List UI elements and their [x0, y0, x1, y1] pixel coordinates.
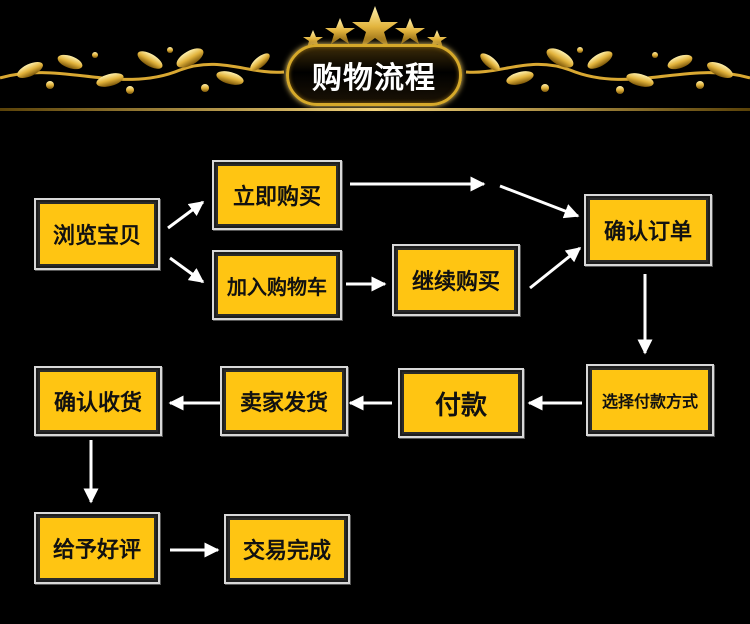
step-confirm-receipt: 确认收货	[34, 366, 162, 436]
gold-ornament-banner	[0, 6, 750, 94]
step-done-label: 交易完成	[242, 539, 331, 564]
arrow-browse-to-buynow	[167, 200, 205, 230]
step-continue-buy-label: 继续购买	[411, 270, 500, 295]
step-browse: 浏览宝贝	[34, 198, 160, 270]
step-confirm-order: 确认订单	[584, 194, 712, 266]
stars-icon	[303, 6, 447, 48]
step-browse-label: 浏览宝贝	[52, 224, 141, 249]
step-review-label: 给予好评	[52, 538, 141, 563]
arrow-browse-to-cart	[169, 256, 205, 284]
step-buy-now: 立即购买	[212, 160, 342, 230]
ornament-vines-right	[465, 47, 750, 94]
step-add-to-cart: 加入购物车	[212, 250, 342, 320]
step-confirm-receipt-label: 确认收货	[53, 391, 142, 416]
title-plate: 购物流程	[286, 44, 462, 106]
ornament-vines-left	[0, 47, 285, 94]
header-divider	[0, 108, 750, 111]
step-review: 给予好评	[34, 512, 160, 584]
step-done: 交易完成	[224, 514, 350, 584]
step-seller-ship-label: 卖家发货	[239, 391, 328, 416]
step-pay-label: 付款	[434, 390, 487, 421]
step-choose-payment-label: 选择付款方式	[601, 392, 698, 411]
step-continue-buy: 继续购买	[392, 244, 520, 316]
page-title: 购物流程	[312, 61, 436, 96]
step-add-to-cart-label: 加入购物车	[227, 274, 327, 299]
arrow-continue-to-confirm	[529, 246, 582, 290]
step-pay: 付款	[398, 368, 524, 438]
step-choose-payment: 选择付款方式	[586, 364, 714, 436]
step-seller-ship: 卖家发货	[220, 366, 348, 436]
arrow-buynow-to-confirm-2	[499, 184, 580, 219]
step-confirm-order-label: 确认订单	[603, 220, 692, 245]
step-buy-now-label: 立即购买	[232, 185, 321, 210]
